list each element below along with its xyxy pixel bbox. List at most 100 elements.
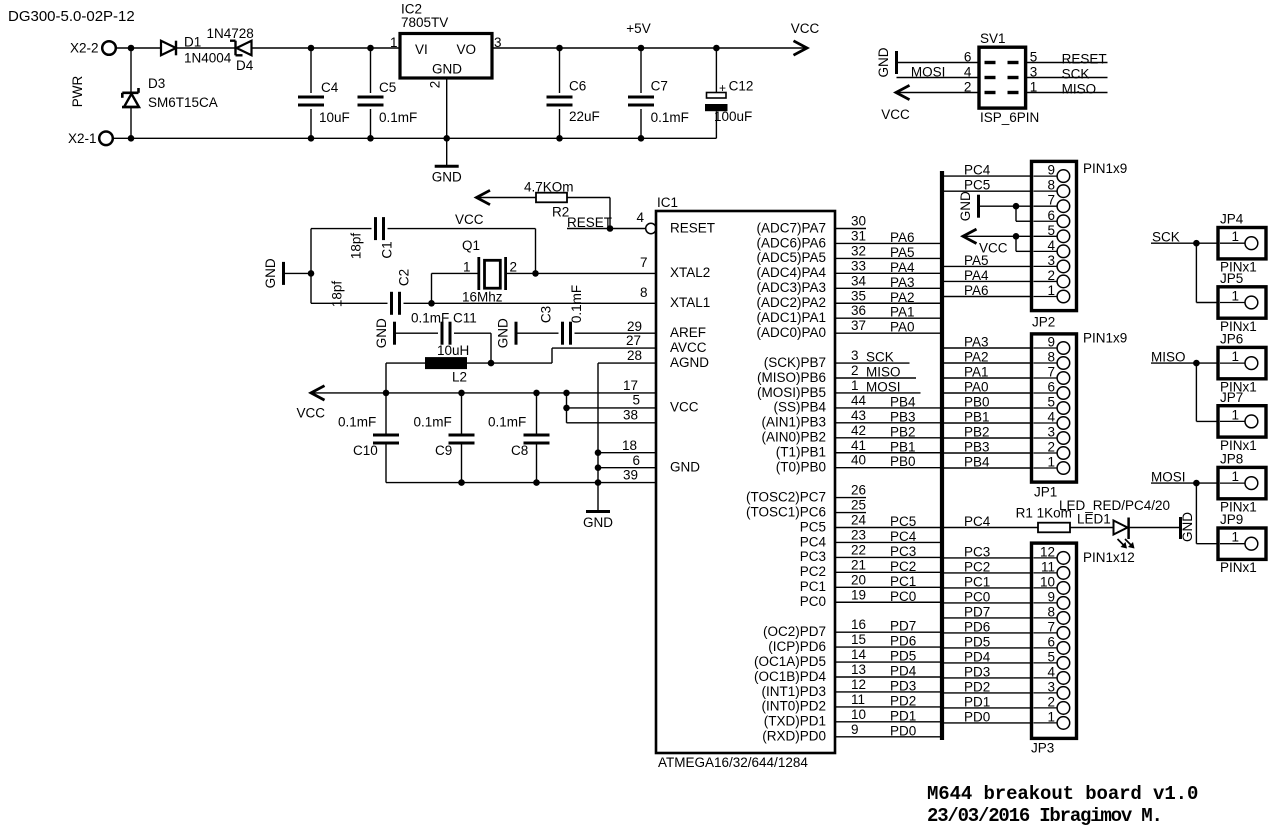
svg-text:25: 25	[851, 498, 866, 513]
svg-text:SCK: SCK	[1152, 230, 1180, 245]
svg-text:AGND: AGND	[670, 355, 709, 370]
svg-text:AREF: AREF	[670, 325, 706, 340]
svg-text:PINx1: PINx1	[1220, 319, 1257, 334]
svg-text:23: 23	[851, 527, 866, 542]
svg-text:C4: C4	[321, 80, 339, 95]
svg-text:PC1: PC1	[800, 579, 826, 594]
svg-text:C3: C3	[539, 306, 554, 323]
svg-text:PB1: PB1	[890, 439, 916, 454]
svg-text:PD2: PD2	[964, 679, 990, 694]
svg-text:(ADC1)PA1: (ADC1)PA1	[756, 310, 826, 325]
svg-text:PD7: PD7	[890, 619, 916, 634]
svg-text:(AIN0)PB2: (AIN0)PB2	[761, 430, 826, 445]
svg-text:(RXD)PD0: (RXD)PD0	[762, 729, 826, 744]
svg-text:MOSI: MOSI	[866, 379, 901, 394]
svg-text:JP4: JP4	[1220, 212, 1244, 227]
svg-text:13: 13	[851, 662, 866, 677]
svg-text:PC0: PC0	[964, 589, 990, 604]
svg-text:15: 15	[851, 632, 866, 647]
svg-text:D3: D3	[148, 76, 165, 91]
svg-text:PC5: PC5	[964, 178, 990, 193]
svg-text:PB4: PB4	[964, 455, 990, 470]
svg-text:MISO: MISO	[1062, 81, 1097, 96]
svg-text:42: 42	[851, 423, 866, 438]
svg-text:PA1: PA1	[964, 365, 989, 380]
svg-text:PD4: PD4	[890, 664, 917, 679]
svg-text:(TOSC1)PC6: (TOSC1)PC6	[746, 504, 826, 519]
svg-text:RESET: RESET	[670, 220, 715, 235]
svg-text:MISO: MISO	[1151, 350, 1186, 365]
svg-text:PD7: PD7	[964, 604, 990, 619]
svg-text:36: 36	[851, 303, 866, 318]
svg-text:6: 6	[964, 50, 972, 65]
svg-text:SCK: SCK	[866, 350, 894, 365]
svg-text:38: 38	[623, 408, 638, 423]
svg-text:PC4: PC4	[964, 163, 991, 178]
svg-text:(SS)PB4: (SS)PB4	[773, 400, 826, 415]
svg-text:MOSI: MOSI	[1151, 470, 1186, 485]
svg-text:PA2: PA2	[890, 290, 915, 305]
svg-text:4: 4	[964, 65, 972, 80]
svg-text:JP6: JP6	[1220, 332, 1243, 347]
svg-text:30: 30	[851, 214, 866, 229]
svg-text:L2: L2	[452, 370, 467, 385]
svg-text:(ICP)PD6: (ICP)PD6	[768, 639, 826, 654]
svg-text:(OC2)PD7: (OC2)PD7	[763, 624, 826, 639]
svg-text:PINx1: PINx1	[1220, 380, 1257, 395]
svg-text:VCC: VCC	[881, 107, 910, 122]
svg-text:11: 11	[851, 692, 865, 707]
svg-text:PINx1: PINx1	[1220, 438, 1257, 453]
svg-text:24: 24	[851, 513, 867, 528]
svg-text:2: 2	[428, 81, 443, 89]
svg-text:JP9: JP9	[1220, 512, 1243, 527]
svg-text:PD2: PD2	[890, 693, 916, 708]
svg-text:5: 5	[1047, 395, 1055, 410]
svg-text:GND: GND	[670, 460, 700, 475]
svg-text:PD3: PD3	[890, 678, 916, 693]
svg-text:(TOSC2)PC7: (TOSC2)PC7	[746, 489, 826, 504]
svg-text:4: 4	[1047, 238, 1055, 253]
svg-text:1: 1	[463, 260, 471, 275]
svg-text:LED1: LED1	[1077, 512, 1111, 527]
svg-text:PB3: PB3	[964, 440, 990, 455]
svg-text:PC3: PC3	[964, 544, 990, 559]
svg-text:100uF: 100uF	[714, 109, 752, 124]
svg-text:PC2: PC2	[800, 564, 826, 579]
svg-text:5: 5	[1047, 649, 1055, 664]
svg-text:9: 9	[1047, 589, 1055, 604]
svg-text:28: 28	[627, 348, 642, 363]
svg-text:SM6T15CA: SM6T15CA	[148, 95, 218, 110]
svg-text:1: 1	[1231, 349, 1239, 364]
svg-text:17: 17	[623, 378, 638, 393]
svg-text:+: +	[719, 81, 726, 95]
svg-text:32: 32	[851, 243, 866, 258]
svg-text:MISO: MISO	[866, 365, 901, 380]
svg-text:2: 2	[510, 260, 518, 275]
svg-text:8: 8	[1047, 604, 1055, 619]
svg-text:IC1: IC1	[657, 195, 678, 210]
svg-text:8: 8	[1047, 178, 1055, 193]
svg-text:PINx1: PINx1	[1220, 260, 1257, 275]
svg-text:X2-2: X2-2	[70, 41, 99, 56]
svg-text:16Mhz: 16Mhz	[462, 290, 503, 305]
svg-text:PA6: PA6	[890, 230, 915, 245]
svg-text:44: 44	[851, 393, 867, 408]
svg-text:8: 8	[1047, 350, 1055, 365]
svg-text:1: 1	[1047, 283, 1055, 298]
svg-text:PD5: PD5	[890, 649, 916, 664]
svg-text:3: 3	[851, 348, 859, 363]
svg-text:VCC: VCC	[670, 400, 699, 415]
svg-text:PB2: PB2	[964, 425, 990, 440]
svg-text:PB4: PB4	[890, 394, 916, 409]
svg-text:PA6: PA6	[964, 283, 989, 298]
svg-text:C7: C7	[651, 79, 668, 94]
svg-text:GND: GND	[496, 318, 511, 348]
svg-text:PIN1x12: PIN1x12	[1083, 550, 1135, 565]
svg-text:41: 41	[851, 438, 866, 453]
svg-text:4: 4	[1047, 410, 1055, 425]
svg-text:19: 19	[851, 587, 866, 602]
svg-text:ISP_6PIN: ISP_6PIN	[980, 110, 1039, 125]
svg-text:0.1mF: 0.1mF	[414, 415, 452, 430]
svg-text:39: 39	[623, 468, 638, 483]
svg-text:4: 4	[636, 210, 644, 225]
